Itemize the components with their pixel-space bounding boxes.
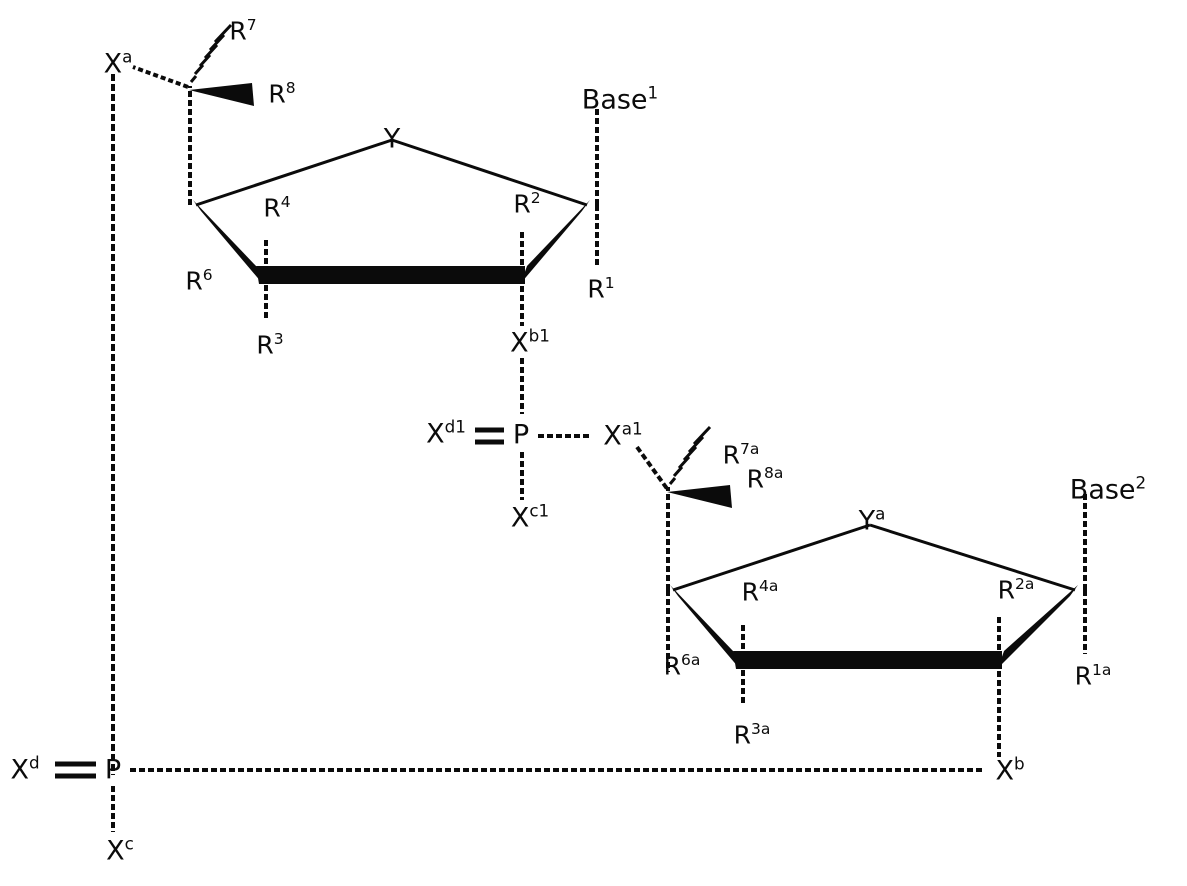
label-r1: R1 (587, 274, 615, 304)
label-r4: R4 (263, 193, 291, 223)
wedge-r7a-hashed (668, 425, 712, 485)
label-r2: R2 (513, 189, 541, 219)
label-xb1: Xb1 (510, 325, 550, 359)
wedge-r7-hashed (189, 23, 233, 83)
label-base2: Base2 (1069, 472, 1147, 506)
label-xa1: Xa1 (603, 418, 643, 452)
label-base1: Base1 (581, 82, 659, 116)
bond-c5-to-xa (132, 65, 189, 89)
bond-c2-c1-wedge (521, 200, 590, 283)
label-r8a: R8a (746, 464, 784, 494)
label-r3a: R3a (733, 720, 771, 750)
label-xc1: Xc1 (510, 500, 550, 534)
label-p1: P (512, 419, 530, 451)
label-p2: P (104, 754, 122, 786)
label-r7: R7 (229, 16, 257, 46)
label-r4a: R4a (741, 577, 779, 607)
label-xd: Xd (10, 752, 40, 786)
label-xb: Xb (995, 753, 1025, 787)
label-xd1: Xd1 (426, 416, 466, 450)
label-y: Y (383, 123, 401, 155)
wedge-r8-solid (189, 83, 254, 106)
bond-ya-to-c4a (672, 523, 871, 592)
bond-c4a-c3a-wedge (670, 585, 739, 668)
bond-y-to-c4 (195, 138, 393, 207)
label-ya: Ya (858, 503, 886, 537)
label-xa: Xa (103, 46, 133, 80)
label-r1a: R1a (1074, 661, 1112, 691)
label-r6: R6 (185, 266, 213, 296)
bond-ya-to-c1a (869, 523, 1076, 592)
bond-xa1-to-c5a (635, 445, 670, 492)
label-r7a: R7a (722, 440, 760, 470)
bond-y-to-c1 (391, 138, 588, 207)
bond-c3a-c2a-bold (733, 651, 1002, 669)
label-r3: R3 (256, 330, 284, 360)
label-r6a: R6a (663, 651, 701, 681)
bond-c3-c2-bold (256, 266, 525, 284)
label-r8: R8 (268, 79, 296, 109)
bond-c2a-c1a-wedge (998, 585, 1078, 668)
wedge-r8a-solid (667, 485, 732, 508)
label-r2a: R2a (997, 575, 1035, 605)
label-xc: Xc (106, 833, 134, 867)
bond-c4-c3-wedge (193, 200, 262, 283)
